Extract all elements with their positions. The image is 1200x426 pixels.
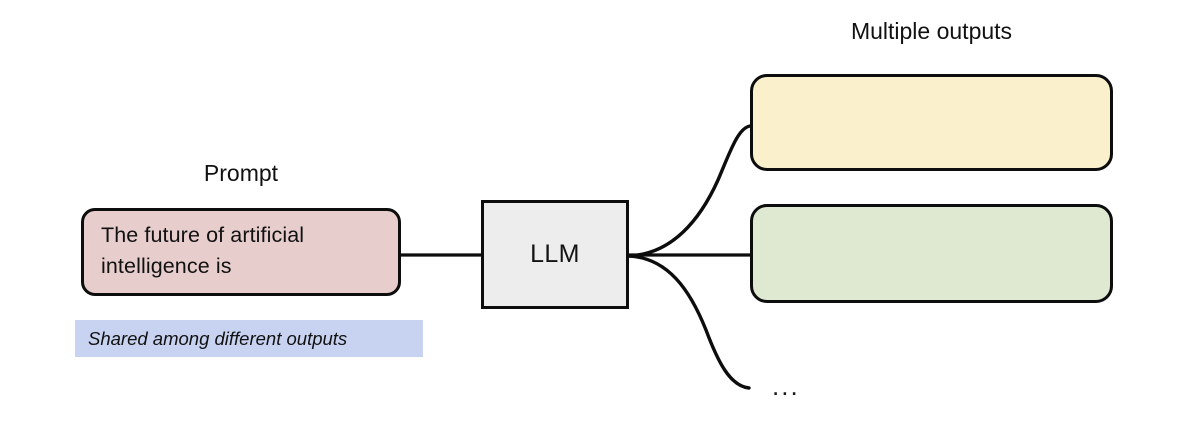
- prompt-box[interactable]: The future of artificial intelligence is: [81, 208, 401, 296]
- output-box-two[interactable]: [750, 204, 1113, 303]
- ellipsis-label: ...: [772, 371, 800, 401]
- shared-note-text: Shared among different outputs: [88, 327, 348, 349]
- prompt-text: The future of artificial intelligence is: [101, 223, 305, 278]
- edge-llm-to-ellipsis: [627, 254, 751, 390]
- shared-note-highlight: Shared among different outputs: [75, 320, 423, 357]
- multiple-outputs-title: Multiple outputs: [850, 18, 1013, 44]
- prompt-title: Prompt: [203, 160, 279, 186]
- llm-box[interactable]: LLM: [481, 200, 629, 309]
- llm-label: LLM: [530, 240, 580, 268]
- output-box-one[interactable]: [750, 74, 1113, 171]
- edge-llm-to-output-one: [627, 124, 752, 258]
